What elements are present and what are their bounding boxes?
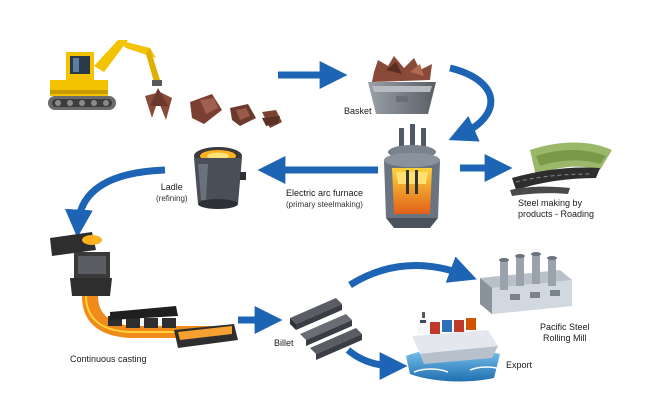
basket-icon (368, 56, 436, 114)
label-furnace-group: Electric arc furnace (primary steelmakin… (286, 188, 363, 210)
arrow-billet-to-mill (348, 256, 477, 288)
rolling-mill-icon (480, 252, 572, 314)
label-ladle-group: Ladle (refining) (156, 182, 188, 204)
label-furnace: Electric arc furnace (286, 188, 364, 198)
label-mill-line1: Pacific Steel (540, 322, 590, 332)
billet-icon (290, 298, 362, 360)
label-casting: Continuous casting (70, 354, 147, 364)
excavator-icon (48, 40, 162, 110)
label-ladle-sub: (refining) (156, 194, 188, 203)
label-mill-group: Pacific Steel Rolling Mill (540, 322, 590, 344)
scrap-pile-icon (145, 88, 282, 128)
label-basket: Basket (344, 106, 372, 116)
label-export: Export (506, 360, 533, 370)
label-mill-line2: Rolling Mill (543, 333, 587, 343)
ship-icon (406, 312, 503, 382)
arrow-ladle-to-casting (64, 166, 166, 238)
casting-machine-icon (50, 232, 238, 348)
label-byproducts-line1: Steel making by (518, 198, 583, 208)
label-furnace-sub: (primary steelmaking) (286, 200, 363, 209)
arrow-basket-to-furnace (448, 64, 495, 142)
label-byproducts-group: Steel making by products - Roading (518, 198, 594, 220)
furnace-icon (384, 124, 440, 228)
label-ladle: Ladle (160, 182, 183, 192)
flow-arrows (64, 61, 513, 380)
label-byproducts-line2: products - Roading (518, 209, 595, 219)
label-billet: Billet (274, 338, 294, 348)
ladle-icon (194, 147, 246, 209)
roading-icon (510, 142, 612, 196)
arrow-billet-to-export (345, 347, 408, 380)
